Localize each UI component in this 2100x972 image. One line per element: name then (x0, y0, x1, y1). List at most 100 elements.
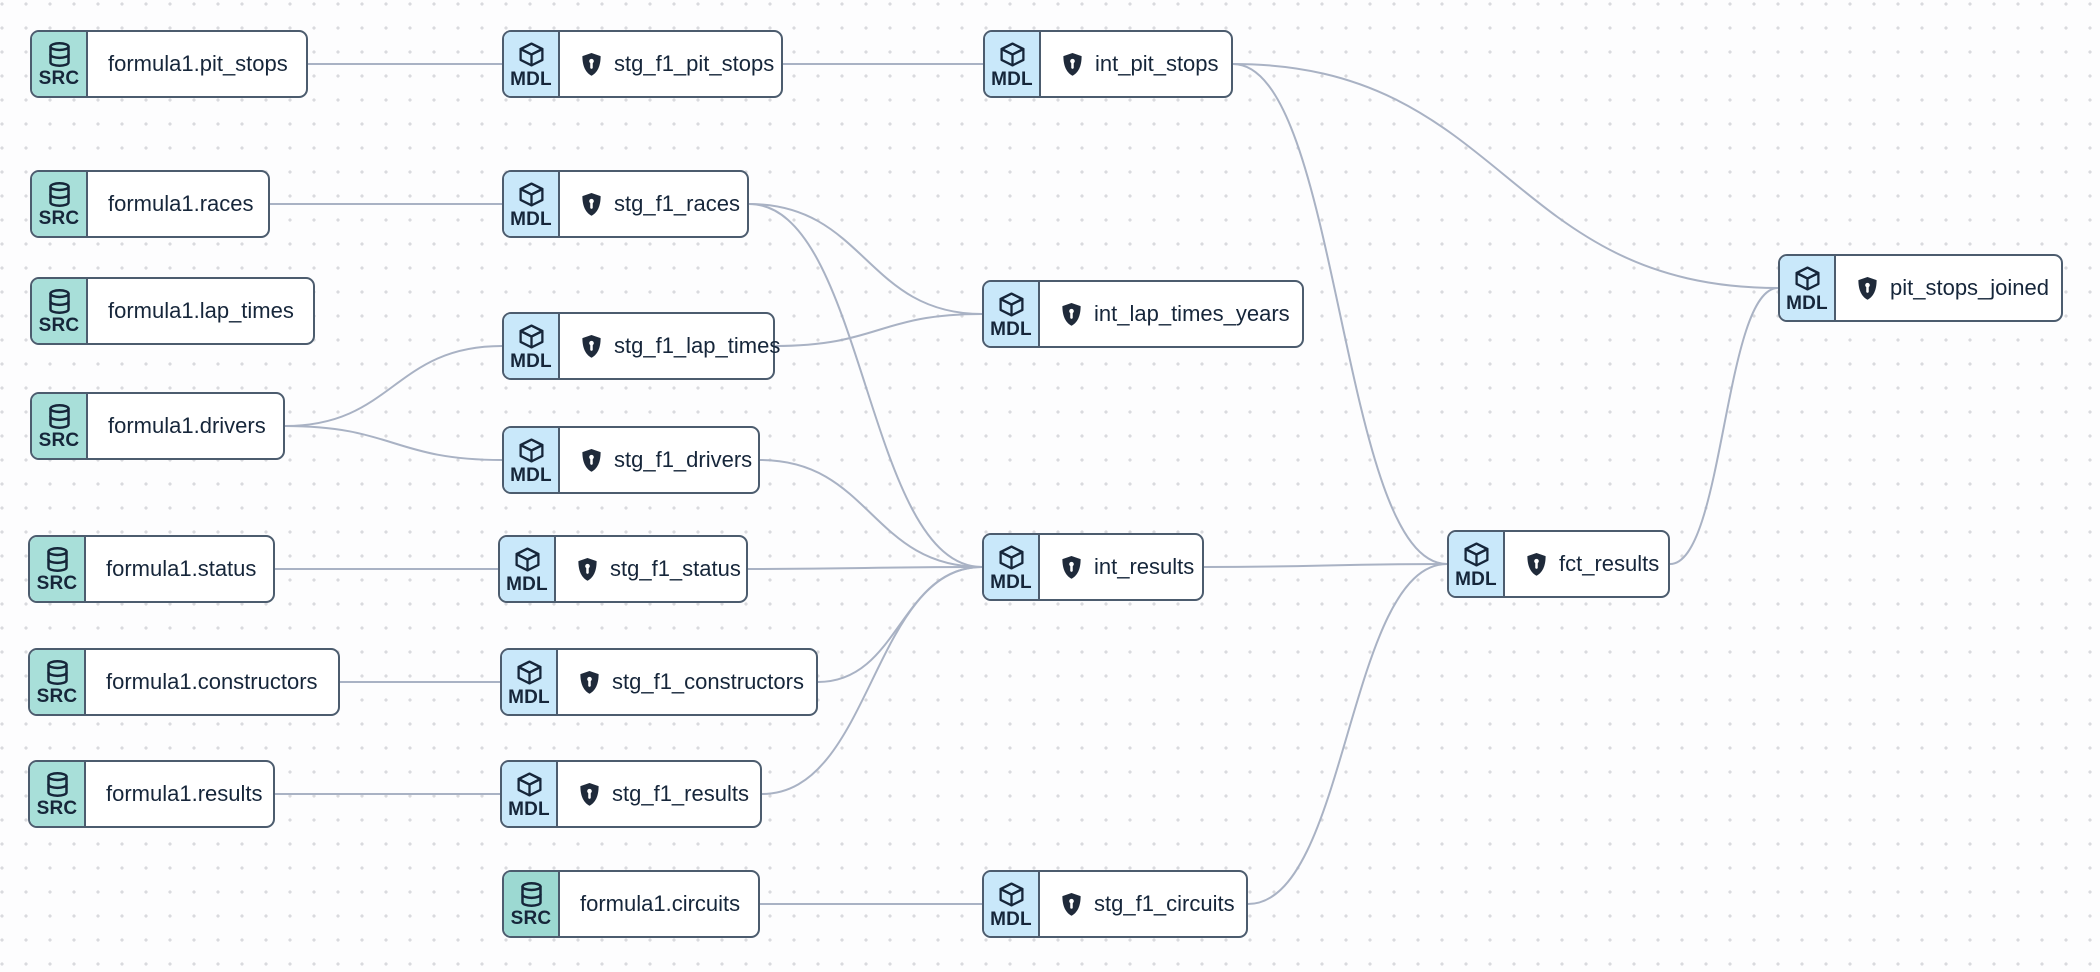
node-label: fct_results (1559, 551, 1660, 576)
database-icon (46, 659, 68, 685)
shield-lock-icon (1060, 555, 1083, 580)
node-label: formula1.drivers (108, 413, 266, 438)
edge-stg_races-to-int_results (748, 203, 983, 568)
node-label: stg_f1_circuits (1094, 891, 1235, 916)
lineage-node-formula1.races[interactable]: SRC formula1.races (30, 170, 270, 238)
node-label: formula1.pit_stops (108, 51, 288, 76)
lineage-node-formula1.circuits[interactable]: SRC formula1.circuits (502, 870, 760, 938)
cube-icon (998, 881, 1024, 907)
cube-icon (516, 771, 542, 797)
node-label: stg_f1_lap_times (614, 333, 781, 358)
database-icon (48, 181, 70, 207)
node-type-badge: MDL (985, 32, 1041, 96)
lineage-node-formula1.status[interactable]: SRC formula1.status (28, 535, 275, 603)
edge-int_results-to-fct_results (1203, 563, 1448, 568)
node-label: pit_stops_joined (1890, 275, 2050, 300)
lineage-node-stg_f1_status[interactable]: MDL stg_f1_status (498, 535, 748, 603)
node-label: stg_f1_races (614, 191, 740, 216)
node-type-badge: SRC (32, 279, 88, 343)
node-label: stg_f1_pit_stops (614, 51, 775, 76)
node-label: stg_f1_status (610, 556, 741, 581)
node-label: int_lap_times_years (1094, 301, 1290, 326)
shield-lock-icon (578, 557, 597, 581)
shield-lock-icon (582, 448, 601, 472)
shield-lock-icon (580, 192, 603, 217)
node-body: pit_stops_joined (1836, 256, 2061, 320)
lineage-node-stg_f1_drivers[interactable]: MDL stg_f1_drivers (502, 426, 760, 494)
node-body: int_pit_stops (1041, 32, 1231, 96)
lineage-node-stg_f1_results[interactable]: MDL stg_f1_results (500, 760, 762, 828)
lineage-node-stg_f1_lap_times[interactable]: MDL stg_f1_lap_times (502, 312, 780, 380)
shield-lock-icon (1062, 892, 1081, 916)
lineage-node-stg_f1_pit_stops[interactable]: MDL stg_f1_pit_stops (502, 30, 783, 98)
cube-icon (515, 658, 544, 687)
node-label: formula1.lap_times (108, 298, 294, 323)
node-body: stg_f1_circuits (1040, 872, 1246, 936)
cube-icon (997, 543, 1026, 572)
node-type-badge: SRC (504, 872, 560, 936)
database-icon (46, 181, 73, 208)
shield-lock-icon (1062, 555, 1081, 579)
lineage-node-formula1.drivers[interactable]: SRC formula1.drivers (30, 392, 285, 460)
node-body: stg_f1_results (558, 762, 760, 826)
edge-stg_constructors-to-int_results (817, 566, 983, 683)
node-type-badge: SRC (32, 394, 88, 458)
node-body: stg_f1_drivers (560, 428, 758, 492)
cube-icon (998, 291, 1024, 317)
cube-icon (515, 770, 544, 799)
shield-lock-icon (580, 670, 599, 694)
node-body: formula1.status (86, 537, 273, 601)
lineage-node-int_lap_times_years[interactable]: MDL int_lap_times_years (982, 280, 1304, 348)
shield-lock-icon (582, 192, 601, 216)
lineage-node-fct_results[interactable]: MDL fct_results (1447, 530, 1670, 598)
lineage-node-formula1.pit_stops[interactable]: SRC formula1.pit_stops (30, 30, 308, 98)
lineage-node-formula1.lap_times[interactable]: SRC formula1.lap_times (30, 277, 315, 345)
lineage-node-formula1.results[interactable]: SRC formula1.results (28, 760, 275, 828)
database-icon (518, 881, 545, 908)
node-body: formula1.pit_stops (88, 32, 306, 96)
node-body: formula1.circuits (560, 872, 758, 936)
shield-lock-icon (1060, 302, 1083, 327)
database-icon (48, 403, 70, 429)
node-body: formula1.results (86, 762, 273, 826)
node-type-badge: MDL (500, 537, 556, 601)
edge-stg_races-to-int_lap_times_years (748, 203, 983, 315)
cube-icon (518, 323, 544, 349)
lineage-node-stg_f1_circuits[interactable]: MDL stg_f1_circuits (982, 870, 1248, 938)
cube-icon (1463, 541, 1489, 567)
shield-lock-icon (578, 782, 601, 807)
edge-fct_results-to-pit_stops_joined (1669, 287, 1779, 565)
node-body: stg_f1_pit_stops (560, 32, 781, 96)
node-label: formula1.races (108, 191, 254, 216)
lineage-node-stg_f1_races[interactable]: MDL stg_f1_races (502, 170, 749, 238)
shield-lock-icon (1856, 276, 1879, 301)
cube-icon (997, 290, 1026, 319)
edge-src_drivers-to-stg_lap_times (284, 345, 503, 427)
cube-icon (518, 437, 544, 463)
node-label: int_results (1094, 554, 1195, 579)
database-icon (46, 771, 68, 797)
lineage-node-int_pit_stops[interactable]: MDL int_pit_stops (983, 30, 1233, 98)
shield-lock-icon (582, 334, 601, 358)
edge-stg_drivers-to-int_results (759, 459, 983, 568)
database-icon (44, 546, 71, 573)
shield-lock-icon (580, 52, 603, 77)
shield-lock-icon (1063, 52, 1082, 76)
lineage-node-pit_stops_joined[interactable]: MDL pit_stops_joined (1778, 254, 2063, 322)
node-label: int_pit_stops (1095, 51, 1219, 76)
cube-icon (517, 40, 546, 69)
lineage-node-int_results[interactable]: MDL int_results (982, 533, 1204, 601)
shield-lock-icon (580, 448, 603, 473)
database-icon (46, 288, 73, 315)
node-body: stg_f1_status (556, 537, 746, 601)
lineage-node-formula1.constructors[interactable]: SRC formula1.constructors (28, 648, 340, 716)
node-type-badge: MDL (1449, 532, 1505, 596)
node-type-badge: MDL (984, 282, 1040, 346)
shield-lock-icon (576, 557, 599, 582)
cube-icon (516, 659, 542, 685)
database-icon (520, 881, 542, 907)
node-type-badge: SRC (32, 172, 88, 236)
node-body: fct_results (1505, 532, 1668, 596)
lineage-node-stg_f1_constructors[interactable]: MDL stg_f1_constructors (500, 648, 818, 716)
